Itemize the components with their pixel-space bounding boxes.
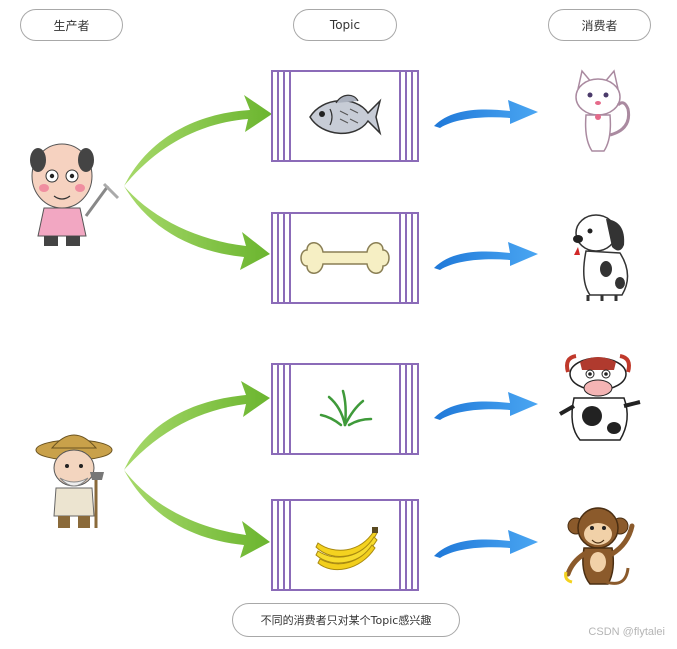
arrow-fish-to-cat [434,100,538,128]
caption-text: 不同的消费者只对某个Topic感兴趣 [260,614,432,627]
producer-header: 生产者 [20,9,123,41]
monkey-icon [564,507,635,585]
bone-icon [300,242,390,274]
farmer-producer-icon [35,434,113,528]
topic-header: Topic [293,9,397,41]
arrow-banana-to-monkey [434,530,538,558]
cat-icon [575,69,631,152]
arrow-grass-to-cow [434,392,538,420]
arrow-farmer-to-grass [124,381,270,470]
topic-queues [271,70,419,591]
old-man-producer-icon [30,143,120,246]
consumer-arrows [434,100,538,558]
consumer-header: 消费者 [548,9,651,41]
topic-header-label: Topic [329,18,361,32]
cow-icon [559,354,641,441]
dog-icon [573,214,629,301]
arrow-farmer-to-banana [124,470,270,558]
grass-icon [319,389,373,427]
consumer-header-label: 消费者 [581,18,618,33]
caption: 不同的消费者只对某个Topic感兴趣 [232,603,460,637]
banana-icon [315,527,378,571]
watermark: CSDN @flytalei [588,626,665,638]
arrow-oldman-to-fish [124,95,272,186]
fish-icon [309,94,382,136]
topic-frame-bone [271,212,419,304]
topic-frame-banana [271,499,419,591]
arrow-bone-to-dog [434,242,538,270]
producer-arrows [124,95,272,558]
watermark-text: CSDN @flytalei [588,626,665,638]
arrow-oldman-to-bone [124,186,270,270]
producer-header-label: 生产者 [53,18,90,33]
